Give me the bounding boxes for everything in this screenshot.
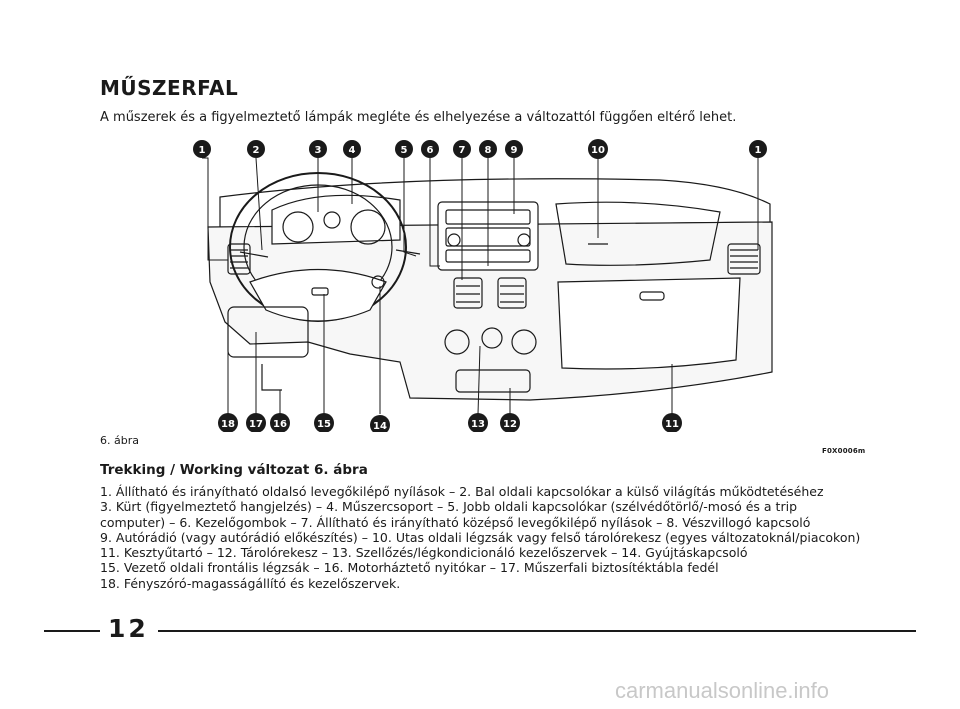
legend-line: 3. Kürt (figyelmeztető hangjelzés) – 4. … [100, 499, 797, 515]
callout-6: 6 [421, 140, 439, 158]
legend-line: 9. Autórádió (vagy autórádió előkészítés… [100, 529, 861, 545]
callout-13: 13 [468, 413, 488, 432]
intro-text: A műszerek és a figyelmeztető lámpák meg… [100, 110, 737, 125]
callout-1-top-left: 1 [193, 140, 211, 158]
legend-line: 11. Kesztyűtartó – 12. Tárolórekesz – 13… [100, 545, 748, 561]
callout-10: 10 [588, 139, 608, 159]
svg-text:12: 12 [503, 419, 517, 430]
svg-text:1: 1 [199, 145, 206, 156]
callout-18: 18 [218, 413, 238, 432]
footer-rule-left [44, 630, 100, 632]
callout-3: 3 [309, 140, 327, 158]
callout-2: 2 [247, 140, 265, 158]
figure-code: F0X0006m [822, 447, 866, 455]
legend-line: 18. Fényszóró-magasságállító és kezelősz… [100, 575, 401, 591]
svg-text:11: 11 [665, 419, 679, 430]
svg-text:15: 15 [317, 419, 331, 430]
callout-16: 16 [270, 413, 290, 432]
svg-text:5: 5 [401, 145, 408, 156]
callout-4: 4 [343, 140, 361, 158]
watermark: carmanualsonline.info [615, 678, 830, 703]
figure-caption: 6. ábra [100, 434, 139, 447]
legend-line: 1. Állítható és irányítható oldalsó leve… [100, 484, 824, 499]
callout-14: 14 [370, 415, 390, 432]
page-title: MŰSZERFAL [100, 76, 239, 100]
page-number: 12 [108, 614, 149, 643]
footer-rule-right [158, 630, 916, 632]
callout-1-top-right: 1 [749, 140, 767, 158]
svg-text:2: 2 [253, 145, 260, 156]
svg-text:7: 7 [459, 145, 466, 156]
legend-line: 15. Vezető oldali frontális légzsák – 16… [100, 560, 719, 576]
callout-9: 9 [505, 140, 523, 158]
legend-text: 1. Állítható és irányítható oldalsó leve… [100, 484, 870, 591]
svg-text:10: 10 [591, 145, 605, 156]
svg-text:1: 1 [755, 145, 762, 156]
svg-text:18: 18 [221, 419, 235, 430]
callout-5: 5 [395, 140, 413, 158]
dashboard-diagram: 1 2 3 4 5 6 7 8 9 10 1 18 17 16 15 14 13… [193, 139, 773, 432]
svg-text:9: 9 [511, 145, 518, 156]
svg-text:16: 16 [273, 419, 287, 430]
section-heading: Trekking / Working változat 6. ábra [100, 462, 368, 478]
callout-17: 17 [246, 413, 266, 432]
svg-text:3: 3 [315, 145, 322, 156]
legend-line: computer) – 6. Kezelőgombok – 7. Állítha… [100, 514, 811, 530]
svg-text:14: 14 [373, 421, 387, 432]
svg-text:17: 17 [249, 419, 263, 430]
svg-text:13: 13 [471, 419, 485, 430]
svg-text:8: 8 [485, 145, 492, 156]
svg-text:4: 4 [349, 145, 356, 156]
callout-11: 11 [662, 413, 682, 432]
svg-text:6: 6 [427, 145, 434, 156]
callout-15: 15 [314, 413, 334, 432]
callout-12: 12 [500, 413, 520, 432]
callout-7: 7 [453, 140, 471, 158]
callout-8: 8 [479, 140, 497, 158]
